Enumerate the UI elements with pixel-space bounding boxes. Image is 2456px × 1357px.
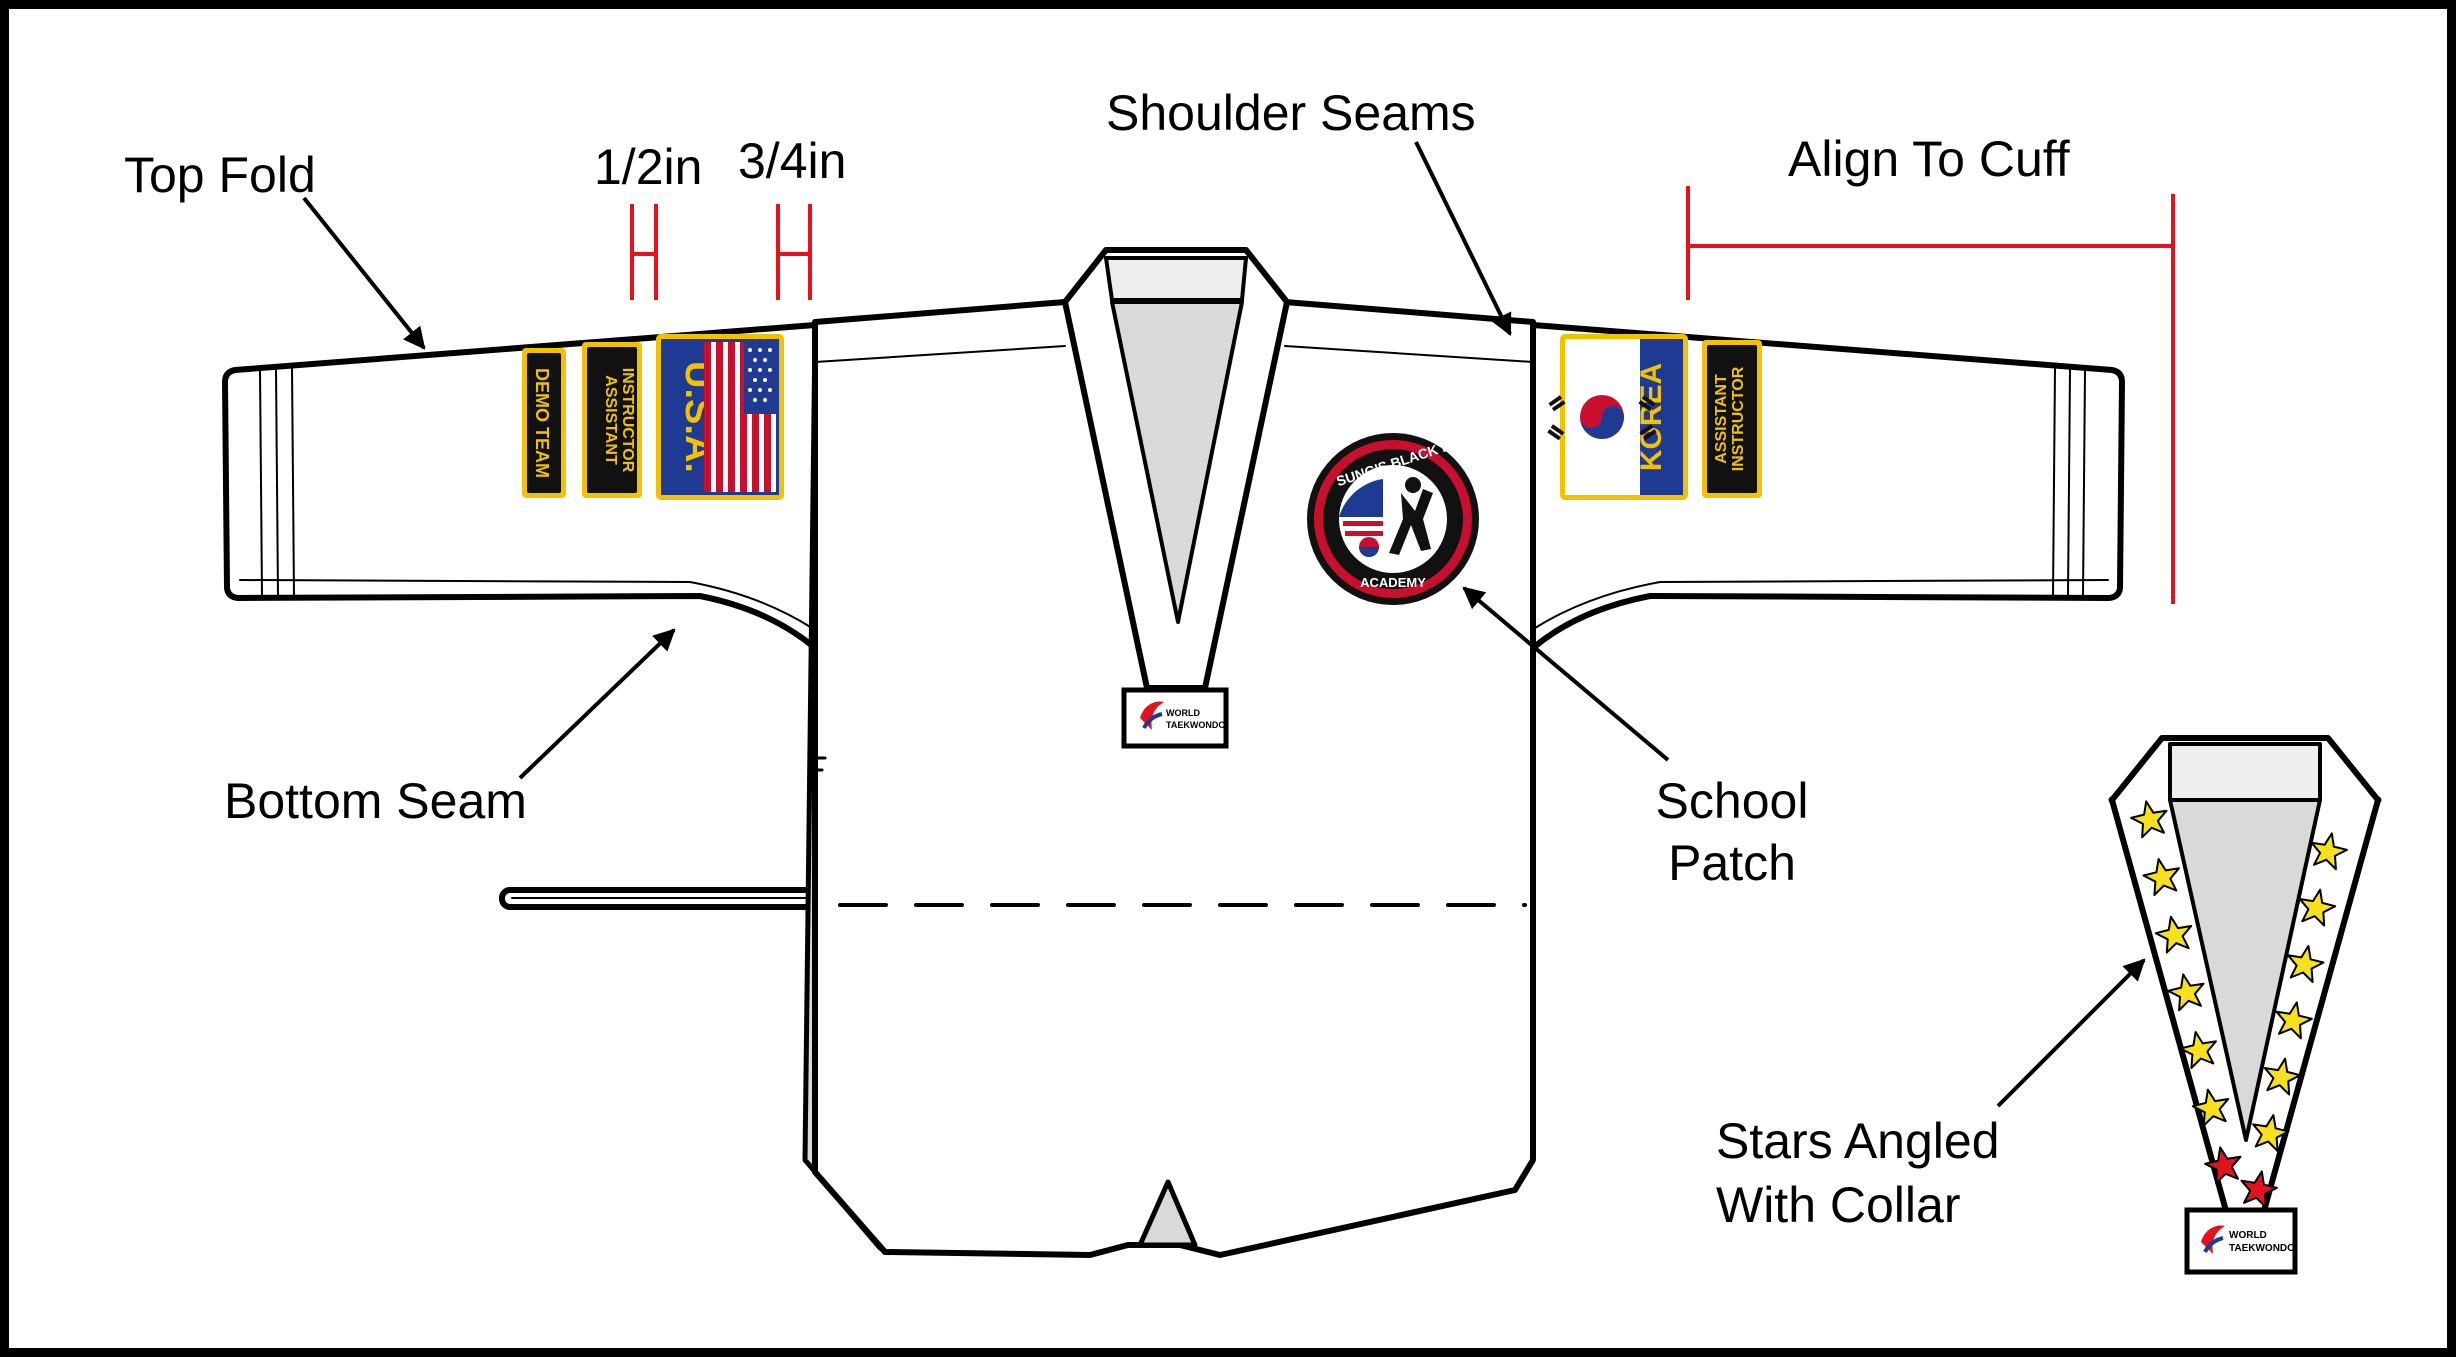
wt-label-collar: WORLD TAEKWONDO xyxy=(2184,1207,2298,1275)
collar-star-right-5 xyxy=(2263,1057,2302,1096)
patch-demo-team: DEMO TEAM xyxy=(522,348,566,498)
collar-star-right-2 xyxy=(2298,888,2337,927)
patch-assistant-instructor-left: ASSISTANT INSTRUCTOR xyxy=(582,342,642,498)
svg-text:WORLD: WORLD xyxy=(1166,708,1200,718)
svg-text:INSTRUCTOR: INSTRUCTOR xyxy=(619,368,636,473)
collar-star-right-6 xyxy=(2252,1114,2290,1152)
patch-korea-flag: KOREA xyxy=(1547,334,1688,500)
callout-arrows xyxy=(302,141,2146,1108)
collar-star-left-2 xyxy=(2142,858,2180,896)
school-patch: SUNG'S BLACK BELT ACADEMY xyxy=(1307,429,1479,605)
collar-star-left-6 xyxy=(2191,1088,2230,1127)
arrow-bottom-seam xyxy=(518,628,676,780)
measure-three-quarter-inch xyxy=(776,204,812,300)
collar-star-left-5 xyxy=(2179,1031,2217,1069)
label-stars-line2: With Collar xyxy=(1716,1177,1960,1233)
label-stars-line1: Stars Angled xyxy=(1716,1113,2000,1169)
collar-star-left-1 xyxy=(2130,800,2168,839)
svg-text:ASSISTANT: ASSISTANT xyxy=(1713,374,1730,464)
collar-star-right-7 xyxy=(2240,1170,2278,1209)
svg-text:WORLD: WORLD xyxy=(2229,1230,2267,1241)
label-top-fold: Top Fold xyxy=(124,147,316,203)
measure-half-inch xyxy=(630,204,658,300)
label-school-patch-line1: School xyxy=(1656,773,1809,829)
svg-text:ASSISTANT: ASSISTANT xyxy=(602,375,619,465)
arrow-shoulder-seams xyxy=(1414,141,1512,336)
label-half-inch: 1/2in xyxy=(594,139,702,195)
arrow-school-patch xyxy=(1462,586,1670,762)
collar-star-right-4 xyxy=(2275,1001,2313,1040)
label-school-patch-line2: Patch xyxy=(1668,835,1796,891)
wt-label-jacket: WORLD TAEKWONDO xyxy=(1121,687,1229,749)
collar-star-left-3 xyxy=(2154,915,2193,954)
svg-text:DEMO TEAM: DEMO TEAM xyxy=(532,368,552,478)
collar-stars xyxy=(2130,800,2348,1209)
collar-star-right-3 xyxy=(2287,945,2325,983)
collar-star-right-1 xyxy=(2310,832,2348,871)
label-bottom-seam: Bottom Seam xyxy=(224,773,527,829)
svg-text:TAEKWONDO: TAEKWONDO xyxy=(1166,720,1225,730)
collar-detail xyxy=(2108,735,2382,1221)
collar-star-left-7 xyxy=(2204,1146,2242,1185)
svg-text:INSTRUCTOR: INSTRUCTOR xyxy=(1730,366,1747,471)
patch-assistant-instructor-right: ASSISTANT INSTRUCTOR xyxy=(1702,340,1762,498)
arrow-stars xyxy=(1996,958,2146,1108)
svg-text:KOREA: KOREA xyxy=(1635,363,1668,471)
label-align-to-cuff: Align To Cuff xyxy=(1788,131,2070,187)
label-three-quarter-inch: 3/4in xyxy=(738,133,846,189)
svg-text:TAEKWONDO: TAEKWONDO xyxy=(2229,1243,2295,1254)
measure-align-to-cuff xyxy=(1686,186,2175,604)
collar-star-left-4 xyxy=(2167,973,2205,1012)
svg-text:ACADEMY: ACADEMY xyxy=(1360,575,1426,590)
patch-usa-flag: U.S.A. xyxy=(656,334,784,500)
arrow-top-fold xyxy=(302,196,426,350)
label-shoulder-seams: Shoulder Seams xyxy=(1106,85,1476,141)
